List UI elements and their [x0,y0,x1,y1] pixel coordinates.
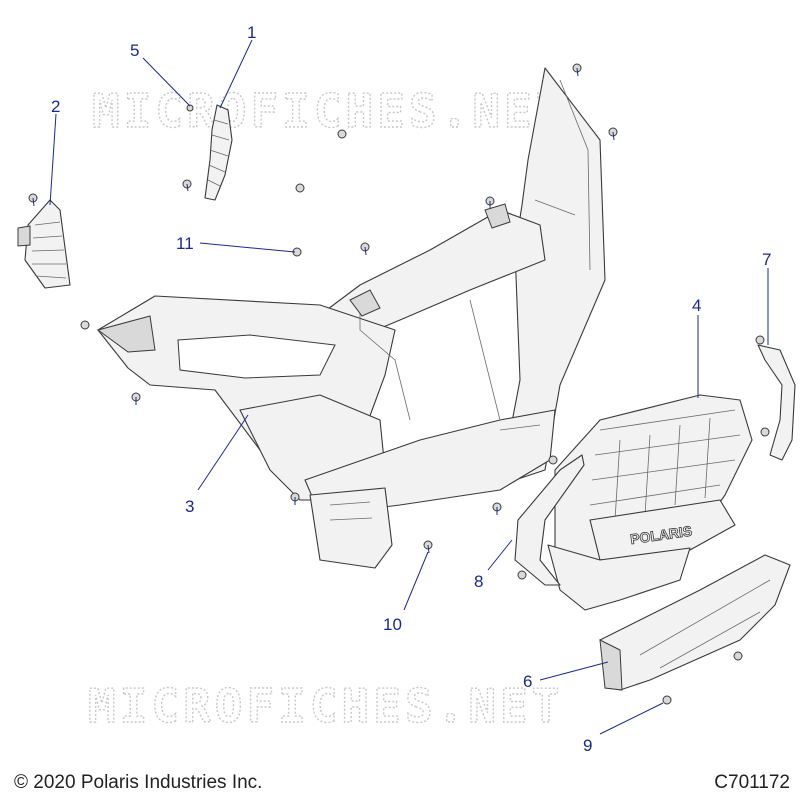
screw [572,63,582,77]
left-trim-part [514,454,585,586]
watermark-bottom: MICROFICHES.NET [88,679,563,733]
watermark-top: MICROFICHES.NET [92,84,567,138]
lower-panel-part [599,554,791,691]
screw [360,242,370,256]
screw [80,320,90,330]
callout-1: 1 [247,23,256,42]
drawing-number: C701172 [714,772,790,793]
screw [423,540,433,554]
callouts: 1 2 3 4 5 6 7 8 9 10 11 [51,23,771,755]
leader-lines [49,39,769,735]
grille-part: POLARIS [547,394,753,611]
grommet [295,183,305,193]
clip [186,104,194,112]
callout-10: 10 [383,615,402,634]
fasteners [28,63,770,705]
screw [760,427,770,437]
callout-4: 4 [692,296,701,315]
callout-2: 2 [51,97,60,116]
grommet [337,129,347,139]
screw [755,335,765,345]
callout-8: 8 [474,572,483,591]
vent-part [204,104,233,201]
screw [485,196,495,209]
screw [492,502,502,515]
callout-7: 7 [762,250,771,269]
screw [182,179,192,192]
screw [662,695,672,705]
callout-6: 6 [523,672,532,691]
screw [517,570,527,580]
screw [733,651,743,661]
callout-9: 9 [583,736,592,755]
callout-5: 5 [130,41,139,60]
screw [290,492,300,505]
callout-3: 3 [185,497,194,516]
side-vent-part [17,199,71,289]
screw [131,392,141,405]
screw [28,193,38,207]
copyright-text: © 2020 Polaris Industries Inc. [14,772,263,793]
screw [548,455,558,465]
right-trim-part [757,344,796,461]
front-frame-part [96,67,606,569]
screw [608,127,618,141]
callout-11: 11 [176,234,194,253]
